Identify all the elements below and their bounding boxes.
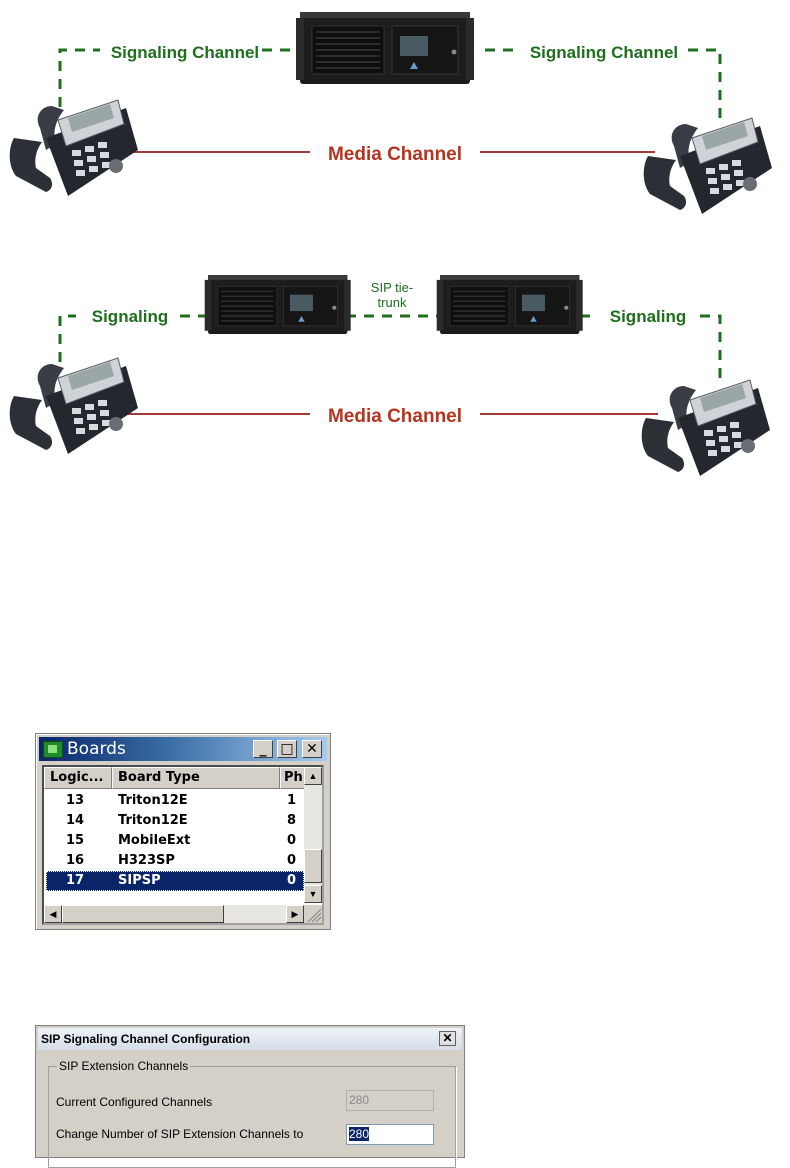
- top-left-phone-icon: [9, 99, 139, 197]
- bottom-left-phone-icon: [9, 357, 139, 455]
- vertical-scroll-thumb[interactable]: [304, 849, 322, 883]
- boards-list[interactable]: Logic... Board Type Ph 13 Triton12E 1 14…: [42, 765, 324, 925]
- bottom-media-label: Media Channel: [328, 406, 462, 427]
- scroll-down-button[interactable]: ▼: [304, 885, 322, 903]
- scroll-left-button[interactable]: ◀: [44, 905, 62, 923]
- bottom-signaling-path: [58, 314, 722, 384]
- boards-title-bar[interactable]: Boards _ □ ✕: [39, 737, 327, 761]
- cell-logical: 14: [66, 813, 85, 828]
- scroll-down-arrow-icon: ▼: [308, 889, 318, 899]
- change-channels-label: Change Number of SIP Extension Channels …: [56, 1127, 304, 1141]
- cell-ph: 0: [287, 833, 297, 848]
- sip-dialog-title: SIP Signaling Channel Configuration: [41, 1032, 251, 1046]
- cell-ph: 8: [287, 813, 297, 828]
- tie-trunk-label-line1: SIP tie-: [371, 280, 413, 295]
- table-row[interactable]: 15 MobileExt 0: [46, 831, 304, 851]
- horizontal-scroll-thumb[interactable]: [62, 905, 224, 923]
- cell-board-type: H323SP: [118, 853, 175, 868]
- cell-ph: 0: [287, 873, 297, 888]
- scroll-left-arrow-icon: ◀: [49, 909, 57, 919]
- scroll-right-arrow-icon: ▶: [291, 909, 299, 919]
- cell-logical: 13: [66, 793, 85, 808]
- boards-window: Boards _ □ ✕ Logic... Board Type Ph 13 T…: [35, 733, 331, 930]
- vertical-scrollbar[interactable]: ▲ ▼: [304, 767, 322, 903]
- cell-logical: 16: [66, 853, 85, 868]
- column-board-type[interactable]: Board Type: [112, 767, 280, 789]
- cell-ph: 0: [287, 853, 297, 868]
- change-channels-value: 280: [349, 1127, 370, 1141]
- cell-ph: 1: [287, 793, 297, 808]
- cell-board-type: Triton12E: [118, 813, 188, 828]
- group-label: SIP Extension Channels: [57, 1059, 191, 1073]
- scroll-up-arrow-icon: ▲: [308, 771, 318, 781]
- cell-logical: 15: [66, 833, 85, 848]
- top-media-label: Media Channel: [328, 144, 462, 165]
- scroll-up-button[interactable]: ▲: [304, 767, 322, 785]
- top-signaling-path: [58, 48, 722, 122]
- bottom-signaling-left-label: Signaling: [92, 307, 169, 326]
- table-row[interactable]: 14 Triton12E 8: [46, 811, 304, 831]
- maximize-button[interactable]: □: [277, 740, 297, 758]
- table-row-selected[interactable]: 17 SIPSP 0: [46, 871, 304, 891]
- close-icon: ✕: [306, 741, 318, 757]
- top-signaling-right-label: Signaling Channel: [530, 43, 678, 62]
- bottom-right-phone-icon: [641, 379, 771, 477]
- sip-dialog-title-bar[interactable]: SIP Signaling Channel Configuration ✕: [38, 1028, 462, 1050]
- sip-config-dialog: SIP Signaling Channel Configuration ✕ SI…: [35, 1025, 465, 1168]
- bottom-right-server-icon: [435, 274, 584, 335]
- top-server-icon: [295, 11, 475, 85]
- table-row[interactable]: 13 Triton12E 1: [46, 791, 304, 811]
- maximize-icon: □: [280, 741, 294, 757]
- top-right-phone-icon: [643, 117, 773, 215]
- bottom-left-server-icon: [203, 274, 352, 335]
- top-signaling-left-label: Signaling Channel: [111, 43, 259, 62]
- cell-board-type: SIPSP: [118, 873, 161, 888]
- change-channels-input[interactable]: 280: [346, 1124, 434, 1145]
- close-icon: ✕: [442, 1031, 453, 1045]
- close-button[interactable]: ✕: [302, 740, 322, 758]
- tie-trunk-label-line2: trunk: [378, 295, 407, 310]
- network-diagrams: Signaling Channel Signaling Channel Medi…: [9, 11, 773, 477]
- scroll-right-button[interactable]: ▶: [286, 905, 304, 923]
- cell-logical: 17: [66, 873, 85, 888]
- minimize-icon: _: [259, 741, 267, 757]
- column-logical[interactable]: Logic...: [44, 767, 112, 789]
- resize-grip-icon[interactable]: [304, 905, 322, 923]
- boards-app-icon: [43, 741, 63, 758]
- cell-board-type: MobileExt: [118, 833, 191, 848]
- list-header: Logic... Board Type Ph: [44, 767, 306, 789]
- current-channels-label: Current Configured Channels: [56, 1095, 213, 1109]
- bottom-signaling-right-label: Signaling: [610, 307, 687, 326]
- cell-board-type: Triton12E: [118, 793, 188, 808]
- horizontal-scrollbar[interactable]: ◀ ▶: [44, 905, 304, 923]
- minimize-button[interactable]: _: [253, 740, 273, 758]
- column-ph[interactable]: Ph: [280, 767, 306, 789]
- boards-title: Boards: [67, 739, 126, 759]
- current-channels-field: 280: [346, 1090, 434, 1111]
- sip-extension-channels-group: SIP Extension Channels Current Configure…: [48, 1059, 456, 1168]
- table-row[interactable]: 16 H323SP 0: [46, 851, 304, 871]
- dialog-close-button[interactable]: ✕: [439, 1031, 456, 1046]
